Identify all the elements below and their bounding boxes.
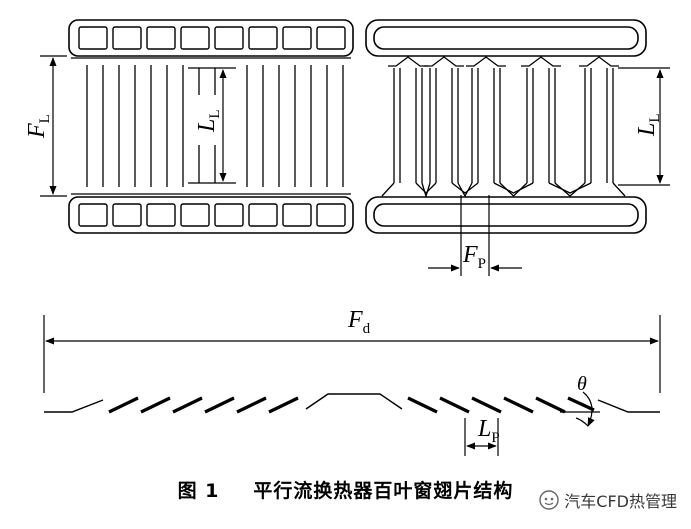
figure-number: 图 1 (177, 480, 220, 502)
tube-port (180, 26, 210, 50)
figure-title: 平行流换热器百叶窗翅片结构 (253, 480, 514, 502)
louver (503, 396, 534, 414)
fin-fold-top (388, 56, 428, 67)
louver (268, 396, 299, 414)
fin-fold-bottom (548, 182, 592, 194)
right-top-tube (365, 19, 647, 57)
louver (471, 396, 502, 414)
tube-port (112, 203, 142, 227)
fin-fold-bottom (451, 182, 479, 194)
fin-fold-bottom (457, 182, 473, 198)
tube-port (214, 203, 244, 227)
fin-fold-bottom (415, 182, 437, 194)
fin-fold-bottom (612, 182, 626, 197)
fin-fold-top (521, 56, 561, 67)
fin-fold-bottom (421, 182, 431, 199)
tube-port (78, 203, 108, 227)
fin-height-dimension (40, 55, 67, 197)
watermark-text: 汽车CFD热管理 (564, 492, 677, 511)
tube-port (316, 203, 346, 227)
left-fin-lines (86, 65, 344, 187)
tube-port (316, 26, 346, 50)
louver-cross-section (44, 393, 660, 414)
louver-length-label-left: LL (194, 109, 223, 133)
louver-pitch-label: LP (477, 416, 500, 446)
wechat-icon (539, 490, 559, 510)
tube-port (248, 203, 278, 227)
right-folded-fins (381, 56, 626, 199)
tube-port (248, 26, 278, 50)
louver-angle-indicator (560, 391, 600, 427)
fin-fold-top (424, 56, 464, 67)
left-bottom-tube-ports (78, 203, 346, 227)
fin-fold-bottom (499, 182, 528, 197)
tube-port (180, 203, 210, 227)
fin-fold-bottom (554, 182, 586, 197)
fin-pitch-dimension (428, 195, 522, 276)
louver-turnaround (305, 393, 403, 410)
louver (140, 396, 171, 414)
tube-port (282, 203, 312, 227)
louver (567, 396, 595, 412)
louver-length-dimension-right (618, 67, 670, 186)
right-bottom-tube (365, 196, 647, 234)
louver-length-label-right: LL (634, 113, 663, 137)
left-bottom-tube (68, 196, 354, 234)
tube-port (214, 26, 244, 50)
louver (172, 396, 203, 414)
louver-angle-label: θ (577, 373, 587, 395)
louver (108, 396, 139, 414)
figure-caption: 图 1 平行流换热器百叶窗翅片结构 (0, 476, 691, 503)
tube-port (146, 26, 176, 50)
louver-pitch-dimension (464, 418, 499, 456)
fin-depth-label: Fd (347, 307, 371, 337)
louver (439, 396, 470, 414)
louver (535, 396, 566, 414)
fin-pitch-label: FP (462, 242, 486, 272)
fin-fold-top (579, 56, 619, 67)
fin-fold-bottom (493, 182, 534, 194)
tube-port (78, 26, 108, 50)
tube-port (282, 26, 312, 50)
left-top-tube (68, 19, 354, 57)
fin-depth-dimension (43, 315, 661, 393)
left-top-tube-ports (78, 26, 346, 50)
louver-exit (597, 399, 660, 413)
watermark: 汽车CFD热管理 (539, 488, 677, 512)
fin-height-label: FL (24, 114, 53, 139)
louver (204, 396, 235, 414)
tube-port (146, 203, 176, 227)
louver (407, 396, 438, 414)
louver (236, 396, 267, 414)
tube-port (112, 26, 142, 50)
fin-fold-top (466, 56, 506, 67)
louver-entry (44, 399, 104, 413)
fin-fold-bottom (381, 182, 395, 197)
louver-length-dimension-left (188, 67, 236, 184)
